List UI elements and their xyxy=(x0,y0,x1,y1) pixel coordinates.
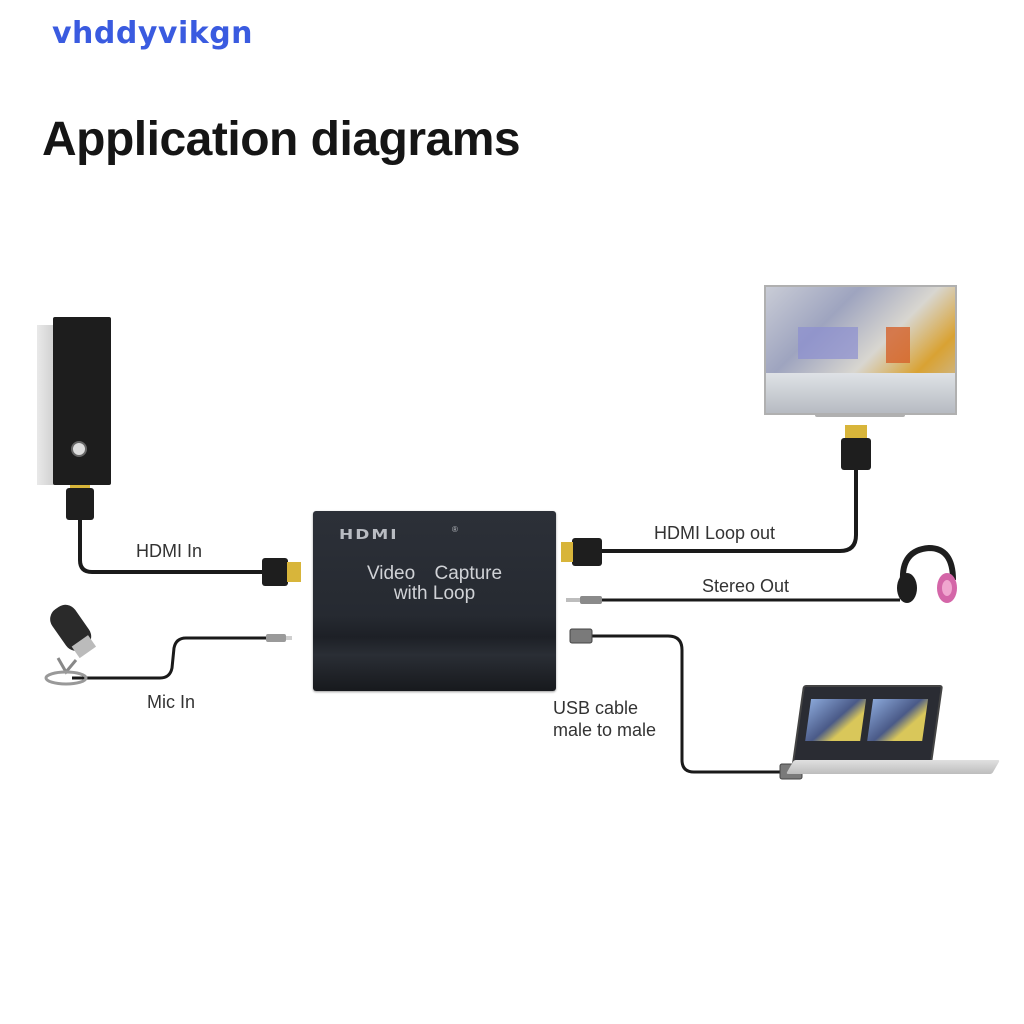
hdmi-loop-out-cable xyxy=(600,468,858,553)
power-button-icon xyxy=(71,441,87,457)
laptop-keyboard xyxy=(785,760,1001,774)
laptop-icon xyxy=(790,685,944,771)
hdmi-logo: HDMI xyxy=(339,527,399,543)
audio-jack-icon xyxy=(266,634,286,642)
hdmi-connector-icon xyxy=(845,425,867,439)
video-capture-device: HDMI ® Video Capture with Loop xyxy=(313,511,556,691)
watermark-text: vhddyvikgn xyxy=(52,16,254,51)
mic-in-label: Mic In xyxy=(147,692,196,712)
device-label-line2: with Loop xyxy=(393,583,476,604)
usb-cable-label-line2: male to male xyxy=(553,720,657,740)
usb-cable xyxy=(588,634,786,774)
hdmi-connector-icon xyxy=(262,558,288,586)
registered-mark: ® xyxy=(452,525,458,534)
tv-monitor-icon xyxy=(764,285,957,415)
headphones-icon xyxy=(897,544,957,603)
microphone-icon xyxy=(44,604,97,686)
tv-stand xyxy=(815,413,905,417)
device-label-line1: Video Capture xyxy=(366,563,503,584)
hdmi-loop-out-label: HDMI Loop out xyxy=(654,523,776,543)
pc-tower-icon xyxy=(37,317,113,493)
hdmi-in-label: HDMI In xyxy=(136,541,203,561)
page-title: Application diagrams xyxy=(42,113,521,166)
hdmi-in-cable xyxy=(78,518,270,574)
stereo-out-label: Stereo Out xyxy=(702,576,790,596)
audio-jack-icon xyxy=(580,596,602,604)
usb-cable-label-line1: USB cable xyxy=(553,698,639,718)
mic-in-cable xyxy=(72,636,270,680)
usb-connector-icon xyxy=(569,628,593,644)
hdmi-connector-icon xyxy=(572,538,602,566)
